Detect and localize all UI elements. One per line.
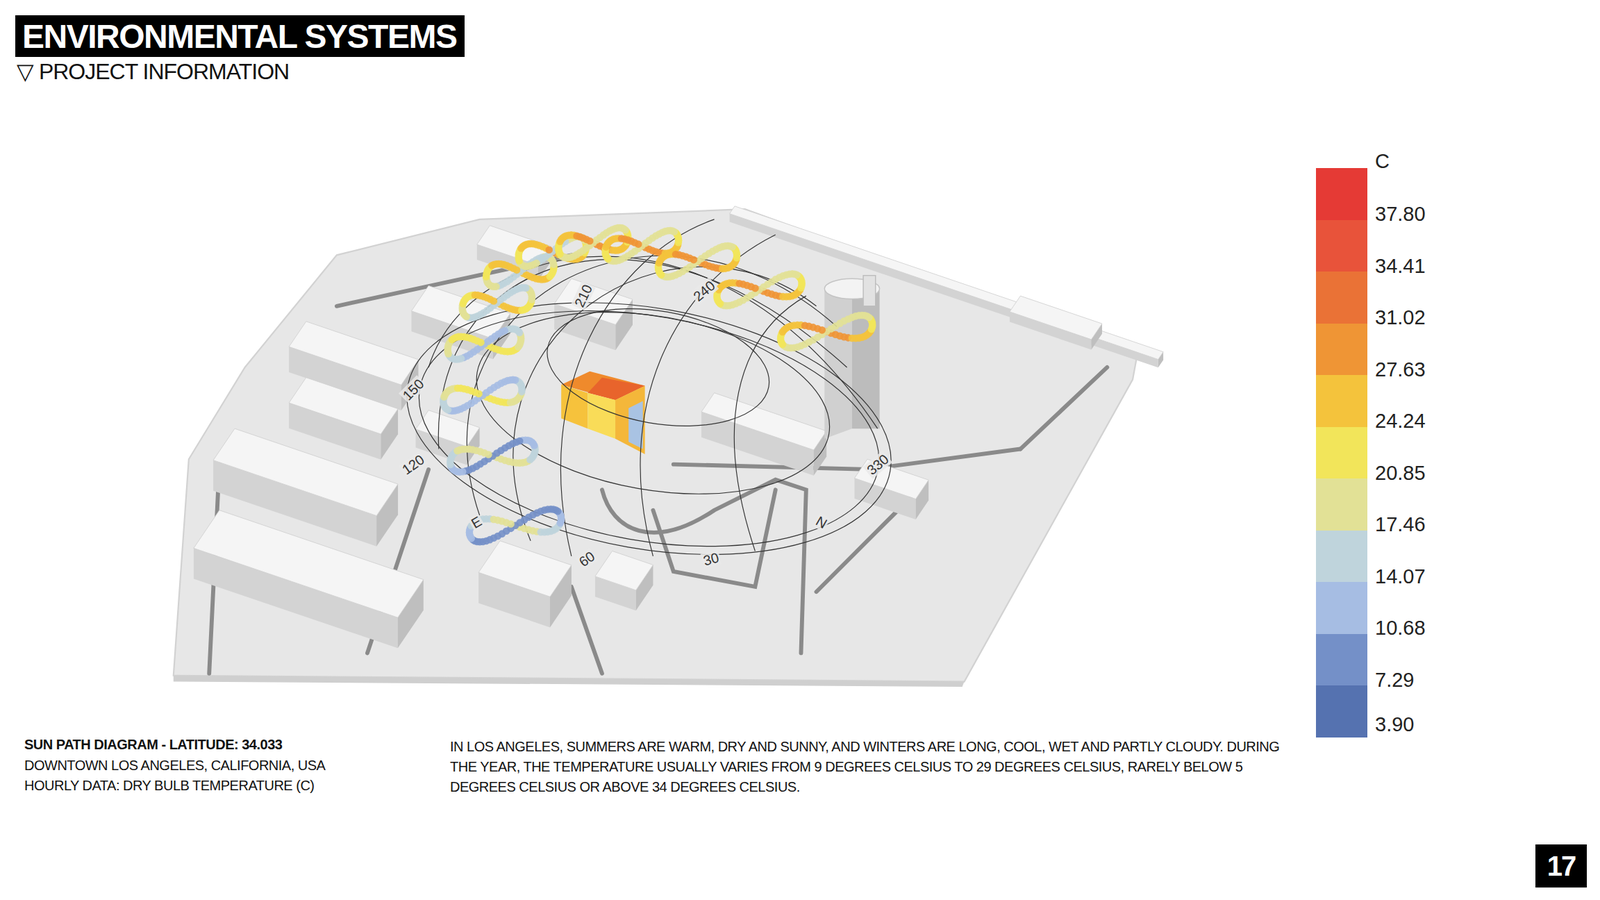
legend-swatch	[1315, 478, 1368, 531]
temperature-dot	[513, 266, 521, 275]
info-line: SUN PATH DIAGRAM - LATITUDE: 34.033	[24, 736, 282, 753]
legend-value: 3.90	[1375, 713, 1414, 737]
altitude-ring	[538, 292, 779, 442]
temperature-dot	[484, 450, 493, 459]
legend-swatch	[1315, 530, 1368, 583]
buildings	[193, 206, 1164, 649]
legend-swatch	[1315, 375, 1368, 428]
building-roof	[1009, 295, 1103, 340]
legend-swatch	[1315, 271, 1368, 324]
temperature-dot	[586, 237, 594, 246]
building-roof	[477, 225, 552, 266]
unit-label: C	[1375, 150, 1390, 173]
temperature-dot	[818, 326, 826, 335]
building-roof	[411, 285, 510, 339]
facade	[561, 384, 588, 429]
meridian	[513, 266, 816, 541]
facade	[615, 385, 646, 454]
temperature-analemmas	[439, 224, 877, 546]
section-heading: ▽ PROJECT INFORMATION	[16, 58, 289, 85]
legend-value: 34.41	[1375, 254, 1426, 278]
temperature-dot	[751, 284, 760, 293]
building-roof	[288, 377, 398, 435]
legend-value: 27.63	[1375, 358, 1426, 382]
legend-swatch	[1315, 220, 1368, 273]
meridian	[438, 259, 847, 450]
facade	[587, 393, 616, 439]
caption: IN LOS ANGELES, SUMMERS ARE WARM, DRY AN…	[450, 736, 1284, 798]
legend-swatch	[1315, 634, 1368, 687]
legend-value: 24.24	[1375, 409, 1426, 433]
title-band: ENVIRONMENTAL SYSTEMS	[15, 15, 465, 57]
legend-swatch	[1315, 323, 1368, 376]
building-roof	[478, 540, 572, 598]
meridian	[640, 234, 776, 557]
building-roof	[213, 428, 398, 516]
road	[571, 586, 603, 674]
tower	[824, 275, 880, 439]
legend-value: 7.29	[1375, 668, 1414, 692]
building-roof	[288, 321, 419, 385]
ground-plate	[173, 209, 1139, 682]
info-line: HOURLY DATA: DRY BULB TEMPERATURE (C)	[24, 777, 315, 794]
project-building	[561, 371, 645, 455]
building-roof	[701, 393, 827, 450]
tower-core	[863, 275, 876, 307]
facade	[628, 400, 644, 449]
ground-edge	[173, 675, 965, 687]
meridian	[428, 256, 878, 429]
sun-path	[386, 219, 912, 590]
legend-value: 17.46	[1375, 513, 1426, 537]
road	[673, 449, 1021, 470]
legend-value: 20.85	[1375, 461, 1426, 485]
legend-swatch	[1315, 581, 1368, 635]
page-number: 17	[1535, 844, 1587, 888]
legend-value: 10.68	[1375, 616, 1426, 640]
road	[1020, 367, 1107, 450]
temperature-dot	[477, 338, 485, 347]
building-roof	[729, 206, 1164, 360]
info-line: DOWNTOWN LOS ANGELES, CALIFORNIA, USA	[24, 757, 325, 774]
temperature-dot	[634, 240, 643, 248]
building-roof	[193, 510, 424, 619]
temperature-dot	[475, 390, 483, 398]
legend-swatch	[1315, 685, 1368, 738]
legend-value: 14.07	[1375, 565, 1426, 589]
legend-value: 31.02	[1375, 306, 1426, 330]
legend-value: 37.80	[1375, 202, 1426, 226]
meridian	[734, 295, 806, 551]
meridian	[560, 219, 714, 557]
temperature-dot	[690, 256, 698, 264]
temperature-dot	[490, 297, 498, 305]
building-roof	[415, 410, 480, 447]
temperature-dot	[506, 520, 515, 528]
title: ENVIRONMENTAL SYSTEMS	[22, 18, 457, 55]
building-roof	[595, 550, 653, 590]
temperature-dot	[545, 245, 553, 254]
legend-swatch	[1315, 427, 1368, 480]
legend-swatch	[1315, 168, 1368, 221]
horizon-ring	[400, 277, 898, 580]
altitude-ring	[461, 286, 844, 520]
road	[652, 489, 775, 587]
